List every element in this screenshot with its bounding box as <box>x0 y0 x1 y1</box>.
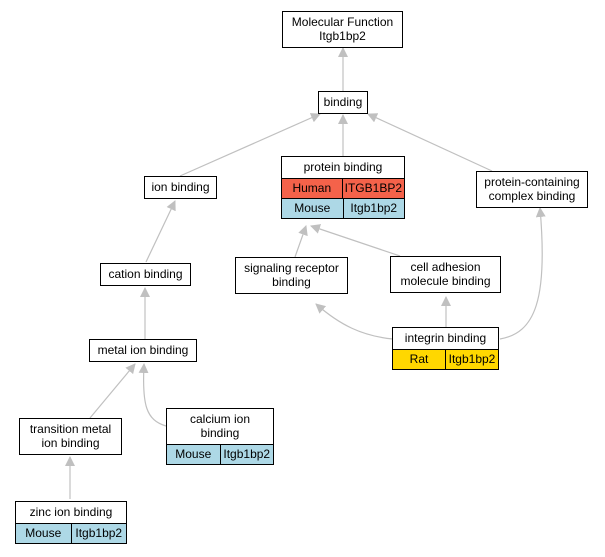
edge-cation-binding-to-ion-binding <box>145 200 176 263</box>
node-ion-binding[interactable]: ion binding <box>144 176 217 199</box>
species-row-rat: Rat Itgb1bp2 <box>393 349 498 369</box>
node-transition-metal-ion-binding[interactable]: transition metal ion binding <box>19 418 122 455</box>
edge-integrin-to-signaling-receptor <box>315 303 394 340</box>
node-label: calcium ion binding <box>189 412 251 440</box>
gene-cell: Itgb1bp2 <box>70 524 126 543</box>
edge-calcium-ion-to-metal-ion <box>138 363 167 427</box>
node-label: protein-containing complex binding <box>484 175 580 203</box>
gene-cell: Itgb1bp2 <box>445 350 498 369</box>
species-row-human: Human ITGB1BP2 <box>282 178 404 198</box>
node-integrin-binding[interactable]: integrin binding Rat Itgb1bp2 <box>392 327 499 370</box>
node-label: transition metal ion binding <box>29 422 112 450</box>
node-label: cation binding <box>108 267 183 281</box>
node-metal-ion-binding[interactable]: metal ion binding <box>89 339 197 362</box>
node-molecular-function[interactable]: Molecular Function Itgb1bp2 <box>282 11 403 48</box>
edge-complex-binding-to-binding <box>367 113 493 172</box>
species-cell: Mouse <box>16 524 71 543</box>
node-label: zinc ion binding <box>29 505 113 519</box>
gene-cell: Itgb1bp2 <box>219 445 273 464</box>
edge-signaling-receptor-to-protein-binding <box>294 225 308 258</box>
species-row-mouse: Mouse Itgb1bp2 <box>282 198 404 218</box>
edge-integrin-to-complex-binding <box>499 207 546 340</box>
node-binding[interactable]: binding <box>318 91 368 114</box>
node-label: integrin binding <box>404 331 487 345</box>
node-label: ion binding <box>151 180 210 194</box>
node-label: signaling receptor binding <box>244 261 339 289</box>
node-calcium-ion-binding[interactable]: calcium ion binding Mouse Itgb1bp2 <box>166 408 274 465</box>
species-cell: Mouse <box>167 445 220 464</box>
node-protein-binding[interactable]: protein binding Human ITGB1BP2 Mouse Itg… <box>281 156 405 219</box>
species-row-mouse: Mouse Itgb1bp2 <box>16 523 126 543</box>
node-protein-containing-complex-binding[interactable]: protein-containing complex binding <box>476 171 588 208</box>
gene-cell: Itgb1bp2 <box>342 199 404 218</box>
edge-cell-adhesion-to-protein-binding <box>310 224 401 257</box>
species-row-mouse: Mouse Itgb1bp2 <box>167 444 273 464</box>
edge-ion-binding-to-binding <box>179 113 321 177</box>
node-label: protein binding <box>303 160 383 174</box>
node-cell-adhesion-molecule-binding[interactable]: cell adhesion molecule binding <box>390 256 501 293</box>
node-zinc-ion-binding[interactable]: zinc ion binding Mouse Itgb1bp2 <box>15 501 127 544</box>
species-cell: Rat <box>393 350 445 369</box>
edge-transition-metal-to-metal-ion <box>89 363 136 419</box>
node-label: binding <box>323 95 363 109</box>
node-label: cell adhesion molecule binding <box>400 260 491 288</box>
species-cell: Human <box>282 179 342 198</box>
node-label: metal ion binding <box>97 343 189 357</box>
node-signaling-receptor-binding[interactable]: signaling receptor binding <box>235 257 348 294</box>
node-label: Molecular Function Itgb1bp2 <box>291 15 394 43</box>
species-cell: Mouse <box>282 199 343 218</box>
node-cation-binding[interactable]: cation binding <box>100 263 191 286</box>
gene-cell: ITGB1BP2 <box>341 179 404 198</box>
